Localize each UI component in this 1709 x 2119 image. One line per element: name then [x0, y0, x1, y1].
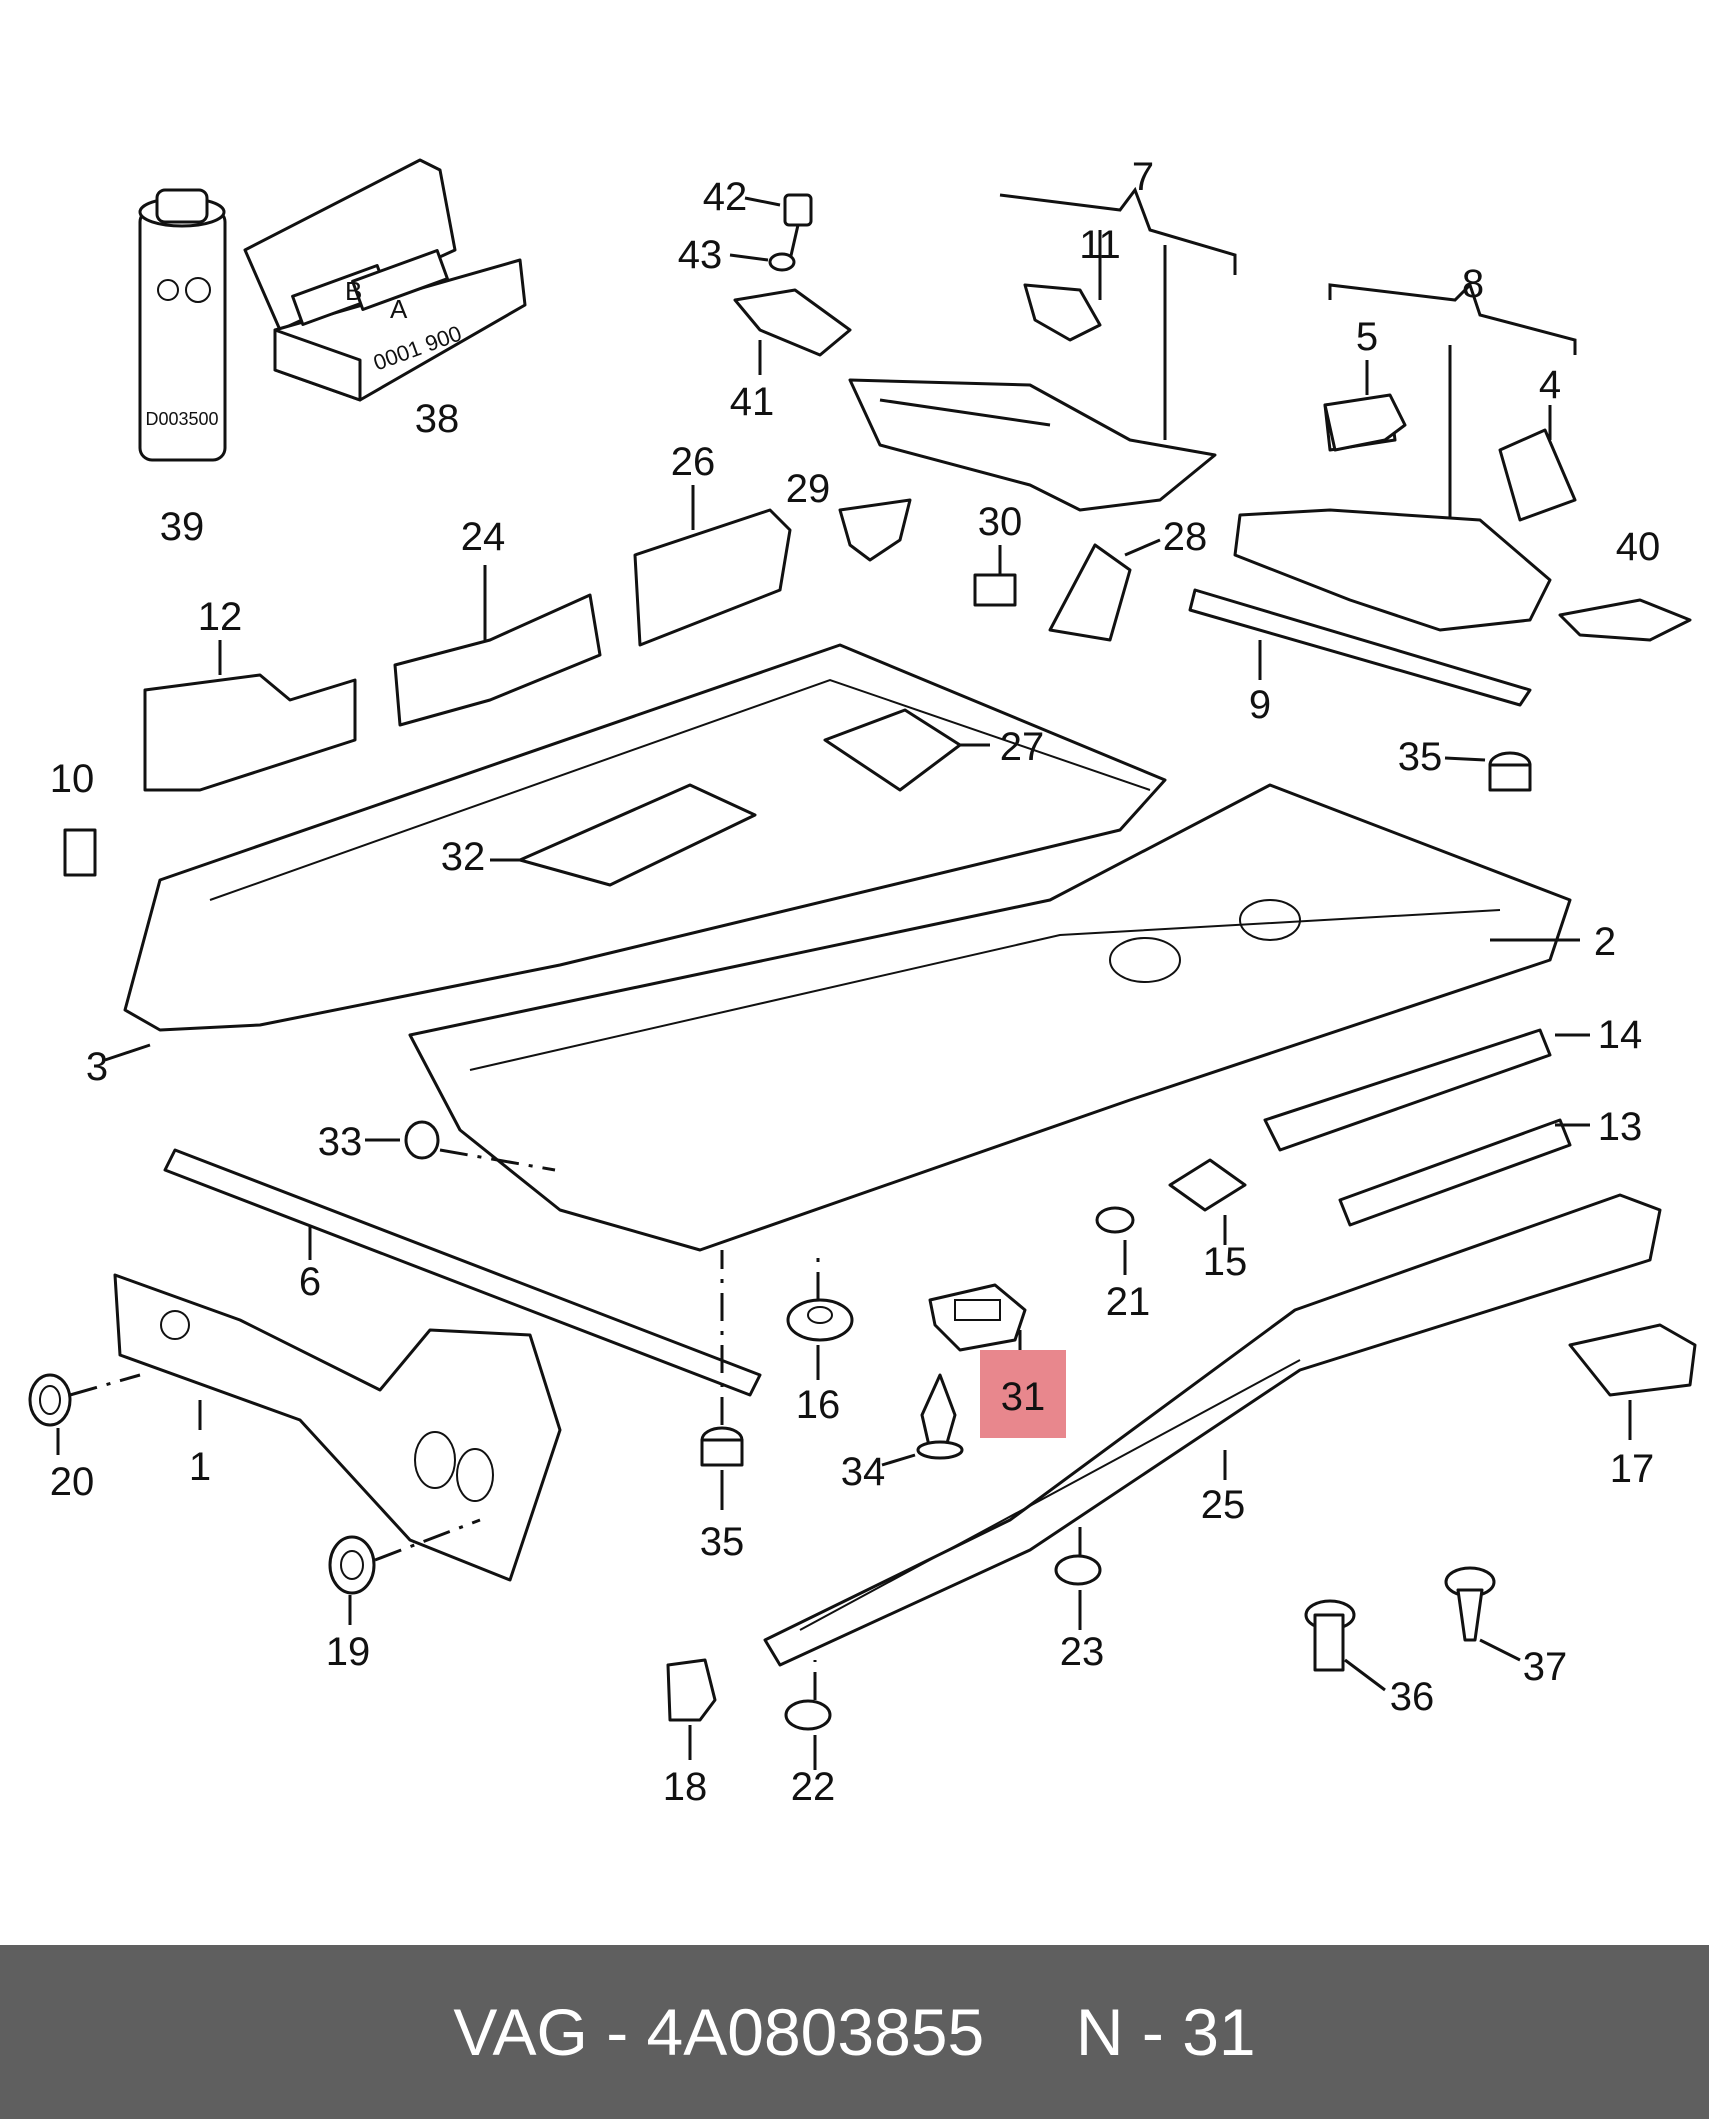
- label-10: 10: [50, 757, 95, 801]
- part-34-screw: [881, 1373, 964, 1467]
- label-21: 21: [1106, 1280, 1151, 1324]
- label-34: 34: [841, 1450, 886, 1494]
- part-31-bracket: [928, 1283, 1027, 1352]
- highlight-box: [980, 1350, 1066, 1438]
- label-26: 26: [671, 440, 716, 484]
- label-41: 41: [730, 380, 775, 424]
- label-19: 19: [326, 1630, 371, 1674]
- label-32: 32: [441, 835, 486, 879]
- part-35-nut-upper: [1444, 751, 1532, 792]
- label-40: 40: [1616, 525, 1661, 569]
- label-33: 33: [318, 1120, 363, 1164]
- part-24-panel: [393, 565, 602, 727]
- label-31: 31: [1001, 1375, 1046, 1419]
- reference: N - 31: [1075, 1995, 1256, 2069]
- part-41-bracket: [733, 288, 852, 375]
- part-19-grommet: [328, 1518, 481, 1625]
- part-5-bracket: [1323, 360, 1407, 452]
- label-25: 25: [1201, 1483, 1246, 1527]
- part-23-nut: [1054, 1520, 1102, 1630]
- label-9: 9: [1249, 683, 1271, 727]
- gap: [984, 1994, 1076, 2070]
- part-36-bolt: [1304, 1599, 1386, 1692]
- label-17: 17: [1610, 1447, 1655, 1491]
- part-17-bracket: [1568, 1323, 1697, 1440]
- part-30-clip: [973, 545, 1017, 607]
- part-16-nut: [786, 1255, 854, 1380]
- part-27-bracket: [823, 708, 990, 792]
- part-number: 4A0803855: [646, 1995, 985, 2069]
- part-18-clip: [666, 1658, 717, 1760]
- label-37: 37: [1523, 1645, 1568, 1689]
- label-23: 23: [1060, 1630, 1105, 1674]
- part-12-panel: [143, 640, 357, 792]
- label-43: 43: [678, 233, 723, 277]
- label-5: 5: [1356, 315, 1378, 359]
- part-8-cross-member: [1233, 282, 1577, 632]
- part-13-rail: [1338, 1118, 1590, 1227]
- part-28-bracket: [1048, 538, 1161, 642]
- tube-a-label: A: [390, 294, 408, 324]
- part-40-bracket: [1558, 598, 1692, 642]
- label-38: 38: [415, 397, 460, 441]
- part-15-plate: [1168, 1158, 1247, 1245]
- part-42-43-bolt: [729, 193, 813, 272]
- part-33-plug: [365, 1120, 556, 1172]
- part-37-screw: [1444, 1566, 1521, 1662]
- part-20-grommet: [28, 1373, 141, 1455]
- part-14-rail: [1263, 1028, 1590, 1152]
- label-28: 28: [1163, 515, 1208, 559]
- label-12: 12: [198, 595, 243, 639]
- label-1: 1: [189, 1445, 211, 1489]
- part-9-rail: [1188, 588, 1532, 707]
- label-30: 30: [978, 500, 1023, 544]
- label-36: 36: [1390, 1675, 1435, 1719]
- part-1-inner-panel: [113, 1273, 562, 1582]
- label-4: 4: [1539, 363, 1561, 407]
- label-22: 22: [791, 1765, 836, 1809]
- label-24: 24: [461, 515, 506, 559]
- part-2-floor-pan-front: [408, 783, 1572, 1252]
- part-22-nut: [784, 1660, 832, 1770]
- label-39: 39: [160, 505, 205, 549]
- label-6: 6: [299, 1260, 321, 1304]
- part-38-repair-kit: B A 0001 900: [243, 158, 527, 402]
- part-info-bar: VAG - 4A0803855 N - 31: [0, 1945, 1709, 2119]
- brand: VAG: [453, 1995, 588, 2069]
- label-13: 13: [1598, 1105, 1643, 1149]
- can-label: D003500: [145, 409, 218, 429]
- part-35-nut-lower: [700, 1250, 744, 1510]
- label-29: 29: [786, 467, 831, 511]
- label-18: 18: [663, 1765, 708, 1809]
- label-8: 8: [1462, 262, 1484, 306]
- label-16: 16: [796, 1383, 841, 1427]
- label-14: 14: [1598, 1013, 1643, 1057]
- label-35-lower: 35: [700, 1520, 745, 1564]
- part-29-clip: [838, 498, 912, 562]
- separator: -: [587, 1995, 647, 2069]
- label-35-upper: 35: [1398, 735, 1443, 779]
- tube-b-label: B: [345, 276, 362, 306]
- label-7: 7: [1132, 155, 1154, 199]
- part-7-cross-member: [848, 186, 1237, 512]
- label-11: 11: [1079, 223, 1121, 267]
- part-26-panel: [633, 485, 792, 647]
- part-39-sealant-can: D003500: [138, 188, 227, 462]
- label-3: 3: [86, 1045, 108, 1089]
- label-42: 42: [703, 175, 748, 219]
- label-2: 2: [1594, 920, 1616, 964]
- part-21-nut: [1095, 1206, 1135, 1275]
- label-15: 15: [1203, 1240, 1248, 1284]
- label-27: 27: [1000, 725, 1045, 769]
- part-6-rail: [163, 1148, 762, 1397]
- parts-diagram: D003500 B A 0001 900: [28, 155, 1697, 1809]
- part-32-tray: [490, 783, 757, 887]
- part-10-clip: [63, 828, 97, 877]
- part-25-sill: [763, 1193, 1662, 1667]
- label-20: 20: [50, 1460, 95, 1504]
